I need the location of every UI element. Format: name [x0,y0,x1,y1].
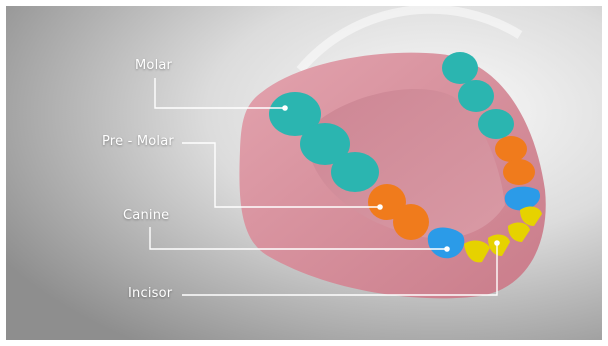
molar-tooth [478,109,514,139]
pre-molar-pointer-dot [377,204,383,210]
molar-tooth [331,152,379,192]
molar-label: Molar [135,58,172,73]
molar-tooth [442,52,478,84]
canine-label: Canine [123,208,169,223]
canine-pointer-dot [444,246,450,252]
pre-molar-tooth [503,159,535,185]
molar-pointer-dot [282,105,288,111]
incisor-pointer-dot [494,240,500,246]
pre-molar-tooth [393,204,429,240]
pre-molar-label: Pre - Molar [102,134,174,149]
pre-molar-tooth [495,136,527,162]
molar-tooth [458,80,494,112]
incisor-label: Incisor [128,286,172,301]
